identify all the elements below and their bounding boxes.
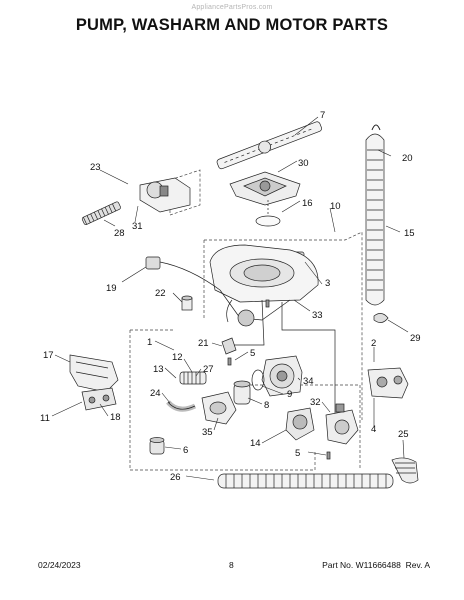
housing-35 (201, 391, 237, 425)
fitting-22 (181, 295, 193, 311)
callout-31: 31 (132, 221, 143, 232)
drain-hose-25 (391, 457, 419, 484)
callout-10: 10 (330, 201, 341, 212)
callout-19: 19 (106, 283, 117, 294)
footer-part-number: Part No. W11666488 Rev. A (322, 560, 430, 570)
washer-16 (255, 215, 281, 227)
tube-27 (179, 371, 207, 385)
callout-5b: 5 (295, 448, 300, 459)
bracket-2 (367, 367, 409, 399)
callout-4: 4 (371, 424, 376, 435)
screws (227, 299, 331, 460)
callout-32: 32 (310, 397, 321, 408)
callout-7: 7 (320, 110, 325, 121)
callout-8: 8 (264, 400, 269, 411)
bracket-18 (81, 387, 117, 411)
callout-3: 3 (325, 278, 330, 289)
footer-date: 02/24/2023 (38, 560, 81, 570)
revision-label: Rev. A (405, 560, 430, 570)
callout-6: 6 (183, 445, 188, 456)
callout-28: 28 (114, 228, 125, 239)
callout-13: 13 (153, 364, 164, 375)
motor-14 (285, 407, 315, 441)
callout-35: 35 (202, 427, 213, 438)
footer-page-number: 8 (229, 560, 234, 570)
callout-16: 16 (302, 198, 313, 209)
callout-21: 21 (198, 338, 209, 349)
callout-22: 22 (155, 288, 166, 299)
callout-15: 15 (404, 228, 415, 239)
callout-25: 25 (398, 429, 409, 440)
callout-26: 26 (170, 472, 181, 483)
duct-17 (69, 354, 119, 393)
callout-11: 11 (40, 413, 50, 424)
page-title: PUMP, WASHARM AND MOTOR PARTS (75, 16, 389, 34)
part-number-label: Part No. W11666488 (322, 560, 401, 570)
sensor-19 (145, 256, 221, 291)
drain-pump-32 (325, 403, 359, 445)
drain-line-26 (217, 473, 394, 489)
watermark: AppliancePartsPros.com (191, 4, 273, 11)
filter-assembly-31 (139, 177, 191, 213)
callout-18: 18 (110, 412, 121, 423)
supply-hose-15 (365, 124, 385, 306)
check-valve-6 (149, 437, 165, 455)
o-ring-9 (251, 369, 265, 391)
callout-34: 34 (303, 376, 314, 387)
pump-motor-34 (261, 355, 303, 397)
callout-24: 24 (150, 388, 161, 399)
bracket-21 (221, 337, 237, 355)
callout-33: 33 (312, 310, 323, 321)
callout-17: 17 (43, 350, 54, 361)
callout-20: 20 (402, 153, 413, 164)
spring-28 (81, 201, 121, 226)
sump-assembly-33 (209, 244, 336, 415)
callout-5: 5 (250, 348, 255, 359)
upper-washarm (216, 121, 322, 170)
callout-23: 23 (90, 162, 101, 173)
clamp-29 (373, 313, 389, 323)
callout-1: 1 (147, 337, 152, 348)
housing-8 (233, 380, 251, 405)
callout-9: 9 (287, 389, 292, 400)
callout-12: 12 (172, 352, 183, 363)
callout-2: 2 (371, 338, 376, 349)
mid-washarm (229, 171, 301, 206)
callout-14: 14 (250, 438, 261, 449)
callout-27: 27 (203, 364, 214, 375)
callout-30: 30 (298, 158, 309, 169)
assembly-box-10 (204, 231, 363, 420)
callout-29: 29 (410, 333, 421, 344)
